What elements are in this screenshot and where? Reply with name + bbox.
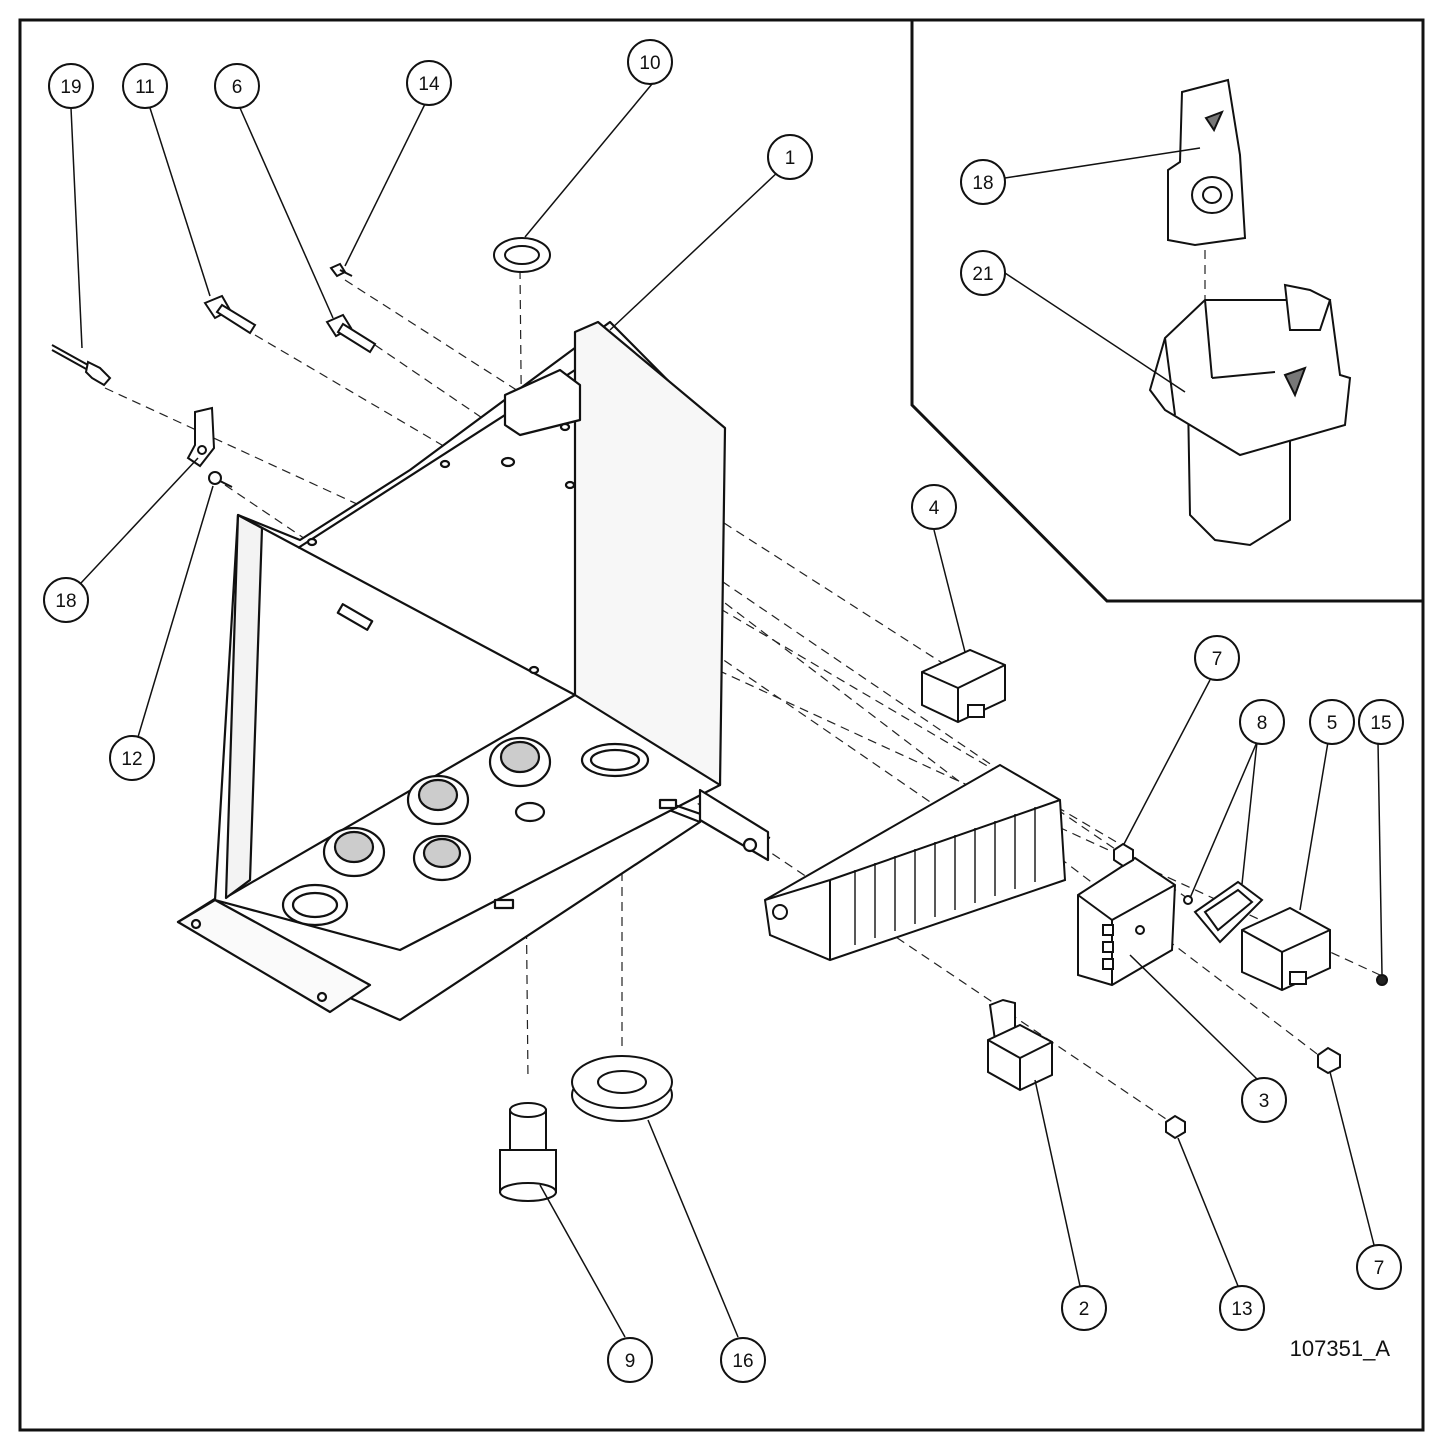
nut-part: [1376, 974, 1388, 986]
figure-id: 107351_A: [1289, 1336, 1390, 1361]
bolt-part: [203, 294, 257, 335]
callout: 7: [1356, 1244, 1402, 1290]
callout: 2: [1061, 1285, 1107, 1331]
callout: 21: [960, 250, 1006, 296]
callout: 14: [406, 60, 452, 106]
svg-text:19: 19: [60, 77, 81, 98]
grommet-part: [571, 1055, 673, 1122]
svg-text:18: 18: [55, 591, 76, 612]
svg-text:10: 10: [639, 53, 660, 74]
module-part: [1077, 856, 1177, 987]
bolt-part: [325, 313, 377, 354]
leader-lines: [70, 83, 1383, 1338]
svg-text:1: 1: [785, 148, 796, 169]
svg-text:16: 16: [732, 1351, 753, 1372]
relay-part: [921, 648, 1006, 724]
svg-text:14: 14: [418, 74, 440, 95]
outer-frame: [18, 18, 1425, 1432]
callout: 7: [1194, 635, 1240, 681]
bracket-part: [186, 406, 216, 468]
callout: 18: [43, 577, 89, 623]
callout: 12: [109, 735, 155, 781]
nut-part: [1113, 842, 1134, 868]
nut-part: [1317, 1046, 1341, 1075]
svg-text:21: 21: [972, 264, 993, 285]
svg-text:18: 18: [972, 173, 993, 194]
svg-text:7: 7: [1374, 1258, 1385, 1279]
svg-text:7: 7: [1212, 649, 1223, 670]
svg-text:3: 3: [1259, 1091, 1270, 1112]
svg-text:8: 8: [1257, 713, 1268, 734]
svg-text:6: 6: [232, 77, 243, 98]
callout: 6: [214, 63, 260, 109]
plate-part: [1183, 880, 1264, 944]
callout: 10: [627, 39, 673, 85]
nut-part: [1165, 1114, 1186, 1140]
svg-text:13: 13: [1231, 1299, 1252, 1320]
callout: 19: [48, 63, 94, 109]
callout: 9: [607, 1337, 653, 1383]
relay-part: [1241, 906, 1331, 992]
callout: 8: [1239, 699, 1285, 745]
callout: 15: [1358, 699, 1404, 745]
svg-text:15: 15: [1370, 713, 1391, 734]
svg-text:9: 9: [625, 1351, 636, 1372]
callout: 3: [1241, 1077, 1287, 1123]
callout: 13: [1219, 1285, 1265, 1331]
svg-text:5: 5: [1327, 713, 1338, 734]
receptacle-part: [1148, 283, 1352, 547]
screw-part: [329, 262, 353, 278]
pin-part: [51, 344, 112, 387]
callout: 11: [122, 63, 168, 109]
svg-text:11: 11: [135, 77, 155, 98]
callout: 18: [960, 159, 1006, 205]
terminal-strip-part: [763, 763, 1067, 962]
callout: 4: [911, 484, 957, 530]
screw-part: [208, 471, 233, 488]
callout: 16: [720, 1337, 766, 1383]
svg-text:2: 2: [1079, 1299, 1090, 1320]
relay-part: [987, 998, 1053, 1092]
enclosure-part: [176, 320, 771, 1022]
cover-part: [1167, 78, 1247, 247]
detail-inset-border: [910, 20, 1423, 603]
svg-text:12: 12: [121, 749, 142, 770]
lock-ring-part: [493, 237, 551, 273]
cable-gland-part: [499, 1102, 557, 1202]
callout: 1: [767, 134, 813, 180]
callout: 5: [1309, 699, 1355, 745]
svg-text:4: 4: [929, 498, 940, 519]
